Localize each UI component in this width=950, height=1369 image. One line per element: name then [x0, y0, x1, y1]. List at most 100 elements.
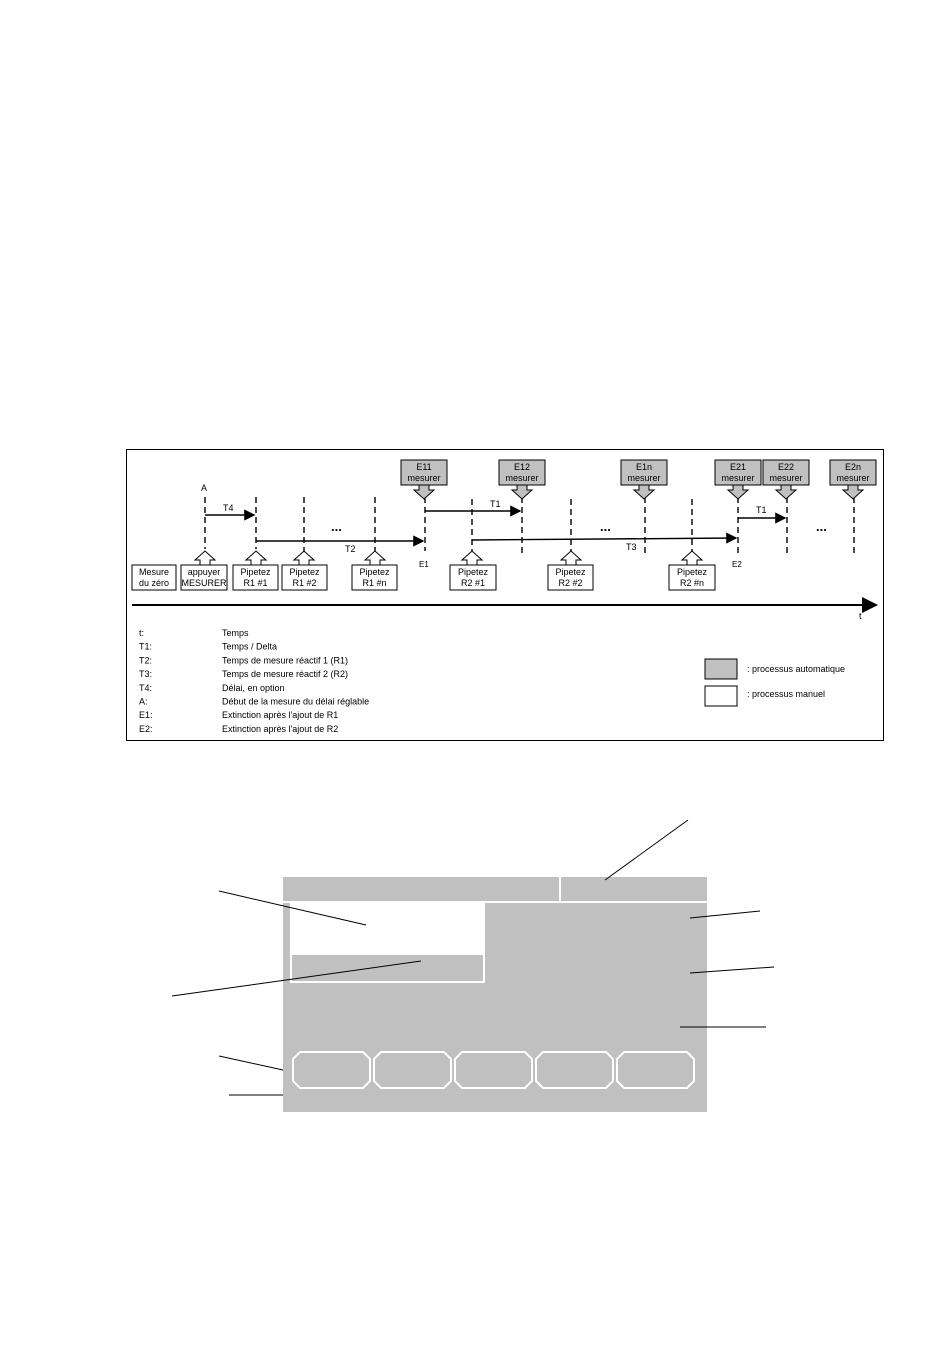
automatic-process-boxes: E11mesurerE12mesurerE1nmesurerE21mesurer… — [400, 459, 877, 500]
manual-box-line2: R1 #2 — [292, 578, 316, 588]
down-arrow-icon — [726, 484, 750, 500]
manual-box-line2: R1 #1 — [243, 578, 267, 588]
legend-text: Temps de mesure réactif 2 (R2) — [222, 669, 348, 679]
callout-softkeys — [218, 1055, 284, 1071]
legend-key: t: — [139, 628, 144, 638]
manual-box-line1: Pipetez — [555, 567, 586, 577]
manual-box-line2: R2 #2 — [558, 578, 582, 588]
time-axis-label: t — [859, 611, 862, 621]
auto-box-rect — [829, 459, 877, 486]
manual-box-rect — [232, 564, 279, 591]
timeline-diagram: t A T4 T2 T1 T3 T1 E1 E2 ... ... ... E11… — [126, 449, 884, 741]
up-arrow-icon — [460, 550, 484, 566]
auto-box-rect — [498, 459, 546, 486]
e1-label: E1 — [419, 560, 429, 569]
legend-text: Délai, en option — [222, 683, 285, 693]
callout-status-field — [604, 819, 689, 881]
legend-key: T1: — [139, 642, 152, 652]
point-a-label: A — [201, 483, 207, 493]
t3-label: T3 — [626, 542, 637, 552]
manual-box-rect — [449, 564, 497, 591]
softkey-4 — [535, 1051, 614, 1089]
legend-key: E2: — [139, 724, 153, 734]
callout-info-line-1 — [689, 910, 761, 919]
auto-box-action: mesurer — [505, 473, 538, 483]
ellipsis-1: ... — [331, 519, 342, 534]
up-arrow-icon — [292, 550, 316, 566]
up-arrow-icon — [680, 550, 704, 566]
result-area — [291, 904, 484, 955]
auto-box-action: mesurer — [721, 473, 754, 483]
down-arrow-icon — [632, 484, 656, 500]
manual-box-line2: R1 #n — [362, 578, 386, 588]
legend-text: Temps — [222, 628, 249, 638]
manual-box-line1: Pipetez — [289, 567, 320, 577]
manual-box-line2: R2 #n — [680, 578, 704, 588]
e2-label: E2 — [732, 560, 742, 569]
key-auto-swatch — [704, 658, 738, 680]
auto-box-code: E22 — [778, 462, 794, 472]
t3-arrow — [471, 532, 738, 544]
softkey-1 — [292, 1051, 371, 1089]
manual-box-line1: Pipetez — [359, 567, 390, 577]
auto-box-code: E21 — [730, 462, 746, 472]
manual-box-rect — [281, 564, 328, 591]
auto-box-action: mesurer — [627, 473, 660, 483]
diagram-frame — [126, 449, 884, 741]
up-arrow-icon — [559, 550, 583, 566]
auto-box-rect — [762, 459, 810, 486]
legend-key: E1: — [139, 710, 153, 720]
legend-text: Début de la mesure du délai réglable — [222, 697, 369, 707]
legend-key: T4: — [139, 683, 152, 693]
manual-box-line1: Pipetez — [677, 567, 708, 577]
softkey-2 — [373, 1051, 452, 1089]
callout-lower-field — [171, 960, 422, 997]
softkey-3 — [454, 1051, 533, 1089]
up-arrow-icon — [363, 550, 387, 566]
callout-result-area — [218, 890, 367, 926]
auto-box-code: E11 — [416, 462, 431, 472]
manual-box-rect — [547, 564, 594, 591]
manual-box-rect — [180, 564, 228, 591]
t4-label: T4 — [223, 503, 234, 513]
legend-text: Extinction après l'ajout de R1 — [222, 710, 338, 720]
auto-box-rect — [714, 459, 762, 486]
t1-label-first: T1 — [490, 499, 501, 509]
down-arrow-icon — [412, 484, 436, 500]
legend-text: Temps de mesure réactif 1 (R1) — [222, 655, 348, 665]
up-arrow-icon — [193, 550, 217, 566]
legend-key: A: — [139, 697, 148, 707]
key-manual-text: : processus manuel — [747, 689, 825, 699]
legend-key: T3: — [139, 669, 152, 679]
manual-box-line2: du zéro — [139, 578, 169, 588]
display-layout-diagram — [171, 819, 775, 1112]
auto-box-action: mesurer — [407, 473, 440, 483]
manual-box-rect — [131, 564, 177, 591]
ellipsis-2: ... — [600, 519, 611, 534]
manual-box-line1: Mesure — [139, 567, 169, 577]
key-manual-swatch — [704, 685, 738, 707]
manual-box-line2: R2 #1 — [461, 578, 485, 588]
down-arrow-icon — [774, 484, 798, 500]
t2-label: T2 — [345, 544, 356, 554]
ellipsis-3: ... — [816, 519, 827, 534]
manual-box-line1: appuyer — [188, 567, 221, 577]
callout-info-line-2 — [689, 966, 775, 974]
auto-box-code: E2n — [845, 462, 861, 472]
auto-box-rect — [400, 459, 448, 486]
legend-text: Temps / Delta — [222, 642, 277, 652]
